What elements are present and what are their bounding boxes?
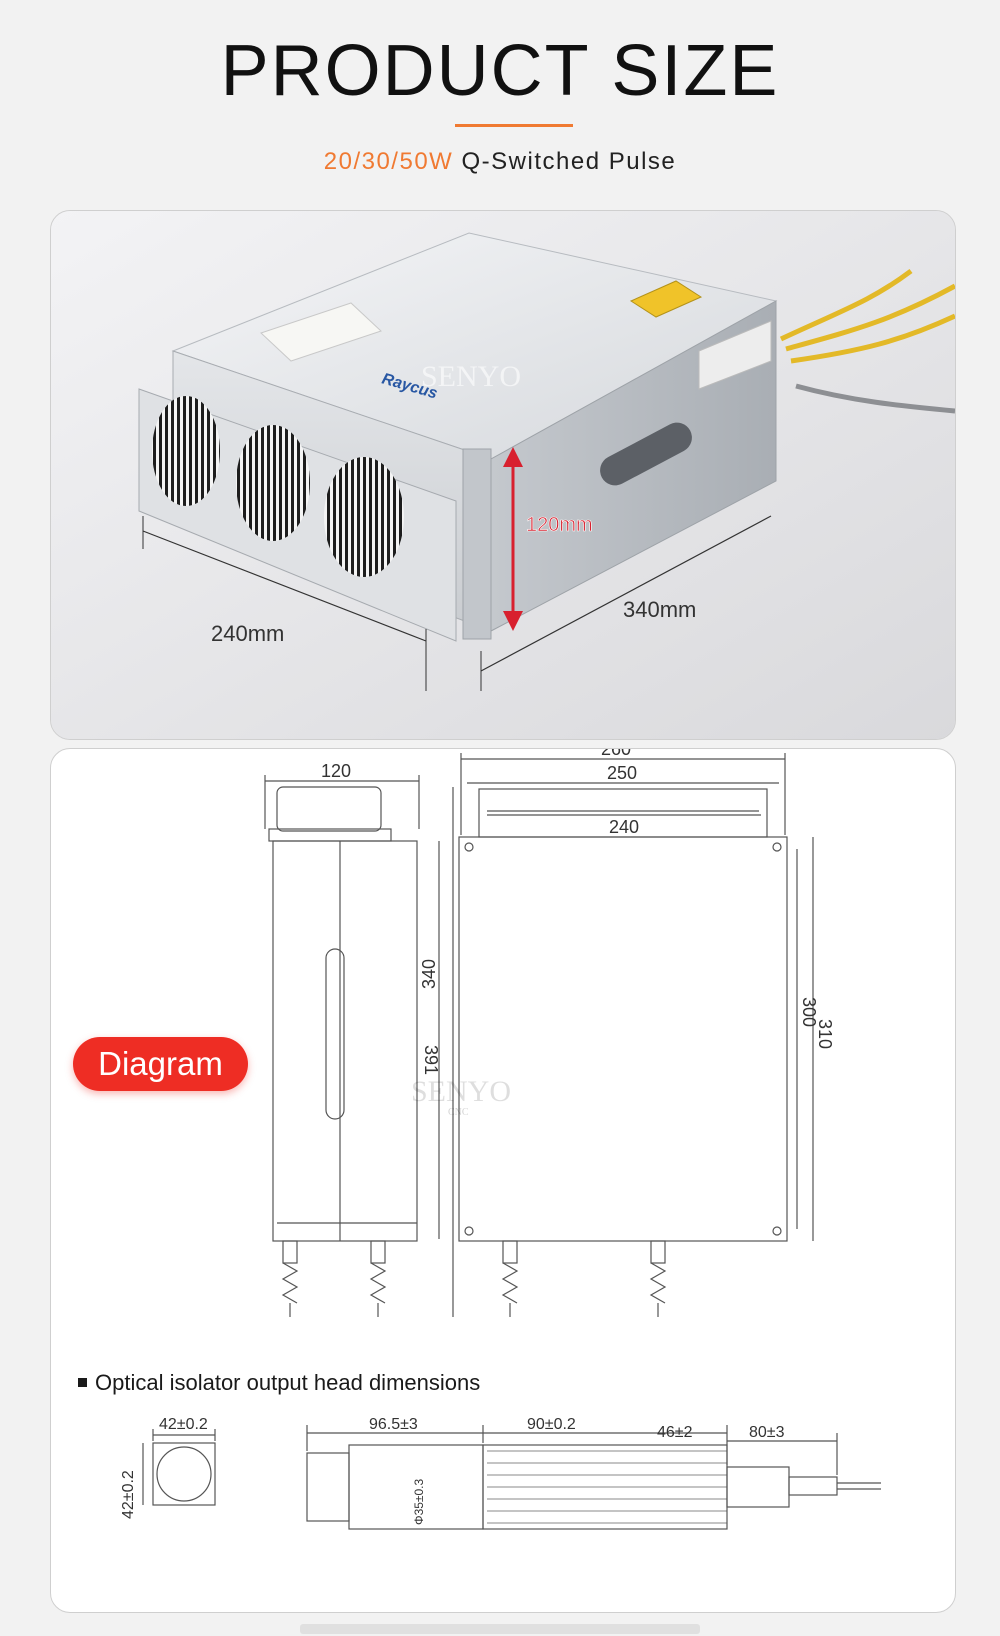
page-title: PRODUCT SIZE (220, 31, 780, 111)
technical-diagram-panel: 120 340 391 260 250 240 300 310 SENYO CN… (50, 748, 956, 1613)
diagram-badge: Diagram (73, 1037, 248, 1091)
subtitle-power: 20/30/50W (323, 148, 454, 175)
photo-watermark: SENYO (421, 360, 521, 393)
isolator-seg2: 90±0.2 (527, 1416, 576, 1433)
title-underline (455, 124, 573, 127)
isolator-square-width: 42±0.2 (159, 1416, 208, 1433)
front-height-inner: 300 (799, 997, 819, 1027)
front-width-mid: 250 (607, 763, 637, 783)
isolator-seg4: 80±3 (749, 1424, 785, 1441)
bullet-square-icon (78, 1377, 87, 1387)
dim-length-label: 340mm (623, 597, 696, 622)
product-photo-panel: Raycus SENYO 240mm 340mm 120mm (50, 210, 956, 740)
isolator-seg1: 96.5±3 (369, 1416, 418, 1433)
page-subtitle: 20/30/50W Q-Switched Pulse (0, 148, 1000, 176)
footer-fade (300, 1624, 700, 1634)
dimension-drawing: 120 340 391 260 250 240 300 310 SENYO CN… (120, 749, 881, 1530)
front-height-outer: 310 (815, 1019, 835, 1049)
isolator-diameter: Φ35±0.3 (412, 1478, 426, 1525)
isolator-heading-text: Optical isolator output head dimensions (95, 1370, 481, 1395)
laser-source-illustration: Raycus SENYO 240mm 340mm 120mm (51, 211, 955, 739)
subtitle-type: Q-Switched Pulse (461, 148, 677, 175)
side-length-inner: 340 (419, 959, 439, 989)
diagram-watermark-sub: CNC (448, 1107, 469, 1118)
isolator-square-height: 42±0.2 (120, 1470, 137, 1519)
dim-width-label: 240mm (211, 621, 284, 646)
isolator-seg3: 46±2 (657, 1424, 693, 1441)
side-length-total: 391 (421, 1045, 441, 1075)
front-width-inner: 240 (609, 817, 639, 837)
front-width-outer: 260 (601, 749, 631, 759)
dim-height-label: 120mm (526, 514, 593, 536)
side-top-width: 120 (321, 761, 351, 781)
diagram-watermark: SENYO (411, 1075, 511, 1108)
isolator-heading: Optical isolator output head dimensions (78, 1370, 480, 1396)
